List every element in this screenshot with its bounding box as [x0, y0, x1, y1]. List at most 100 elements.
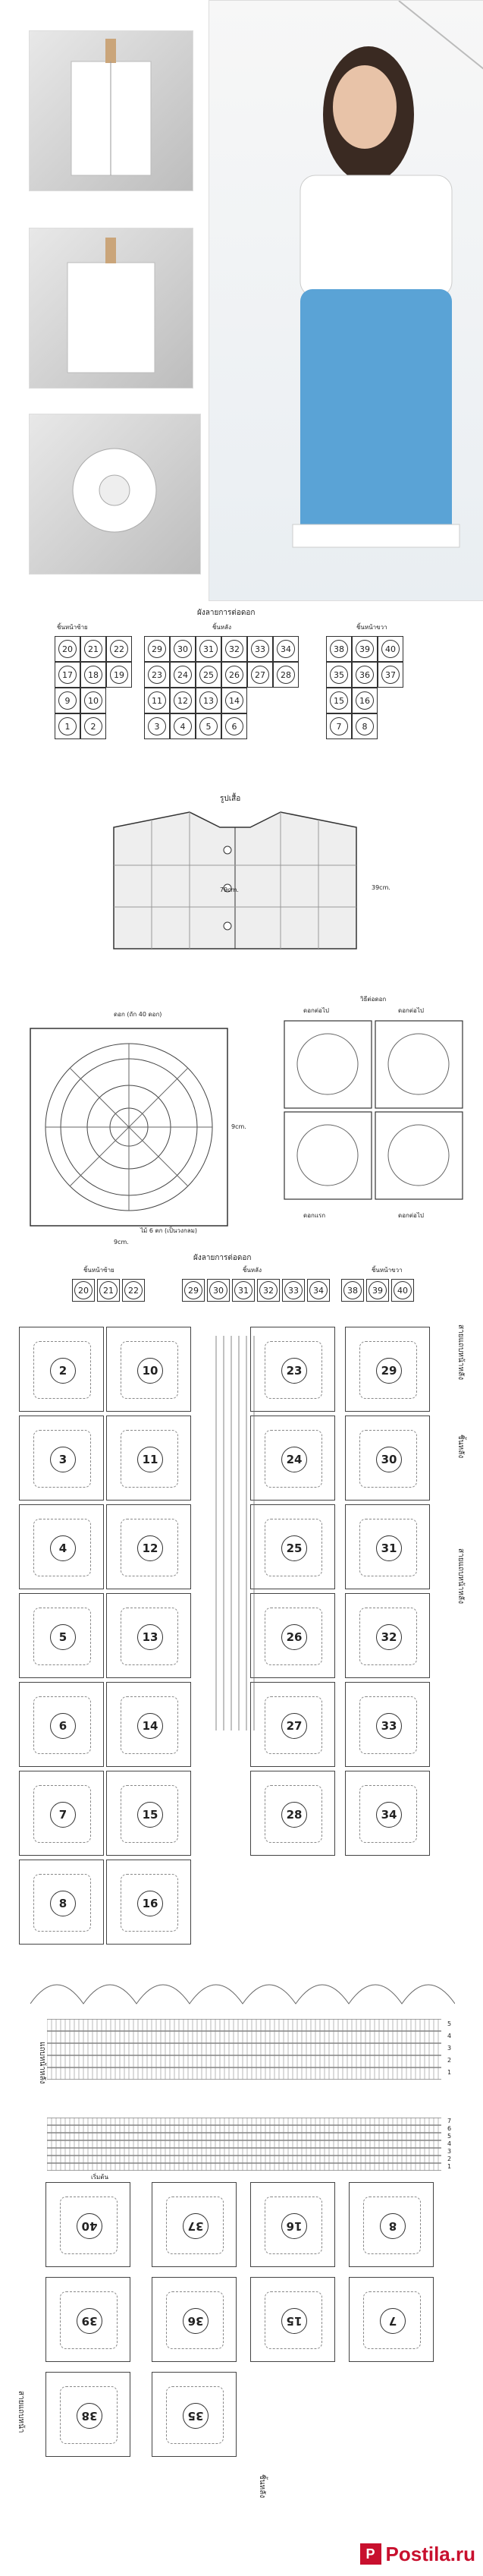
motif-number: 38	[77, 2403, 102, 2429]
chart1-back-cell-number: 13	[199, 691, 218, 710]
photo-cardigan-back	[29, 228, 193, 389]
motif-number: 10	[137, 1358, 163, 1384]
motif-outline	[359, 1696, 417, 1754]
bottom-side-label: สายแถบหน้า	[17, 2391, 25, 2433]
bottom-motif-square: 38	[45, 2372, 130, 2457]
motif-outline	[166, 2291, 224, 2349]
motif-number: 37	[183, 2213, 209, 2239]
band-row-number: 7	[447, 2118, 452, 2124]
motif-number: 8	[50, 1891, 76, 1916]
motif-square: 10	[106, 1327, 191, 1412]
motif-number: 4	[50, 1535, 76, 1561]
motif-number: 24	[281, 1447, 307, 1472]
motif-square: 28	[250, 1771, 335, 1856]
chart1-title: ผังลายการต่อดอก	[197, 609, 256, 617]
motif-square: 24	[250, 1416, 335, 1501]
bottom-motif-square: 7	[349, 2277, 434, 2362]
bottom-motif-square: 36	[152, 2277, 237, 2362]
motif-outline	[60, 2291, 118, 2349]
band2-svg	[47, 2118, 441, 2171]
motif-outline	[33, 1874, 91, 1932]
motif-diagram	[30, 1028, 228, 1227]
chart1-left-cell-number: 18	[84, 666, 102, 684]
bottom-motif-square: 40	[45, 2182, 130, 2267]
motif-number: 3	[50, 1447, 76, 1472]
band-row-number: 5	[447, 2020, 452, 2027]
motif-square: 2	[19, 1327, 104, 1412]
chart1-left-cell: 9	[55, 688, 80, 713]
motif-outline	[363, 2197, 421, 2254]
band-lace-top	[30, 1984, 455, 2004]
bottom-side-label-2: ชิ้นหลัง	[258, 2474, 266, 2499]
photo-cardigan-front	[29, 30, 193, 191]
motif-number: 5	[50, 1624, 76, 1650]
chart1-back-cell-number: 11	[148, 691, 166, 710]
bottom-start-label: เริ่มต้น	[91, 2174, 108, 2181]
motif-square: 26	[250, 1593, 335, 1678]
motif-number: 6	[50, 1713, 76, 1739]
chart1-left-cell: 10	[80, 688, 106, 713]
chart1-right-cell-number: 8	[356, 717, 374, 735]
motif-square: 27	[250, 1682, 335, 1767]
model-illustration	[292, 0, 483, 548]
motif-outline	[265, 2291, 322, 2349]
chart1-left-label: ชิ้นหน้าซ้าย	[57, 624, 88, 631]
motif-square: 23	[250, 1327, 335, 1412]
chart1-back-cell-number: 14	[225, 691, 243, 710]
bottom-motif-square: 16	[250, 2182, 335, 2267]
chart1-right-cell: 36	[352, 662, 378, 688]
bottom-motif-square: 39	[45, 2277, 130, 2362]
band-row-number: 1	[447, 2163, 452, 2170]
chart1-left-cell-number: 22	[110, 640, 128, 658]
chart2-top-cell: 21	[97, 1279, 120, 1302]
motif-outline	[359, 1519, 417, 1576]
motif-square: 11	[106, 1416, 191, 1501]
chart2-top-cell: 30	[207, 1279, 230, 1302]
motif-number: 8	[380, 2213, 406, 2239]
chart1-back-cell: 12	[170, 688, 196, 713]
motif-number: 35	[183, 2403, 209, 2429]
chart1-left-cell: 18	[80, 662, 106, 688]
chart1-right-cell: 35	[326, 662, 352, 688]
chart1-left-cell-number: 21	[84, 640, 102, 658]
chart1-left-cell-number: 10	[84, 691, 102, 710]
motif-outline	[121, 1696, 178, 1754]
chart1-right-cell: 37	[378, 662, 403, 688]
chart1-back-cell: 14	[221, 688, 247, 713]
motif-outline	[166, 2386, 224, 2444]
motif-outline	[60, 2197, 118, 2254]
chart1-left-cell: 19	[106, 662, 132, 688]
chart2-top-cell-number: 32	[259, 1281, 278, 1299]
bottom-motif-square: 37	[152, 2182, 237, 2267]
motif-number: 16	[137, 1891, 163, 1916]
logo-text: Postila.ru	[385, 2542, 475, 2565]
motif-number: 7	[50, 1802, 76, 1828]
chart1-back-cell-number: 26	[225, 666, 243, 684]
motif-square: 8	[19, 1860, 104, 1945]
site-logo[interactable]: P Postila.ru	[359, 2541, 475, 2567]
motif-size-width: 9cm.	[114, 1239, 129, 1245]
chart2-top-cell: 39	[366, 1279, 389, 1302]
motif-outline	[265, 1519, 322, 1576]
chart2-side-label-2: ชิ้นหลัง	[456, 1434, 465, 1459]
chart1-back-cell-number: 33	[251, 640, 269, 658]
motif-outline	[265, 1341, 322, 1399]
band-row-number: 2	[447, 2156, 452, 2162]
chart1-back-label: ชิ้นหลัง	[212, 624, 231, 631]
chart1-back-cell: 27	[247, 662, 273, 688]
motif-outline	[121, 1341, 178, 1399]
chart1-left-cell-number: 1	[58, 717, 77, 735]
join-top-right: ดอกต่อไป	[398, 1007, 424, 1014]
band-row-number: 1	[447, 2069, 452, 2076]
motif-square: 14	[106, 1682, 191, 1767]
motif-number: 40	[77, 2213, 102, 2239]
motif-number: 39	[77, 2308, 102, 2334]
chart2-top-cell-number: 31	[234, 1281, 252, 1299]
chart2-top-cell-number: 30	[209, 1281, 227, 1299]
chart1-right-cell: 39	[352, 636, 378, 662]
motif-outline	[60, 2386, 118, 2444]
chart1-back-cell-number: 4	[174, 717, 192, 735]
motif-outline	[359, 1430, 417, 1488]
chart1-back-cell-number: 30	[174, 640, 192, 658]
motif-outline	[33, 1785, 91, 1843]
